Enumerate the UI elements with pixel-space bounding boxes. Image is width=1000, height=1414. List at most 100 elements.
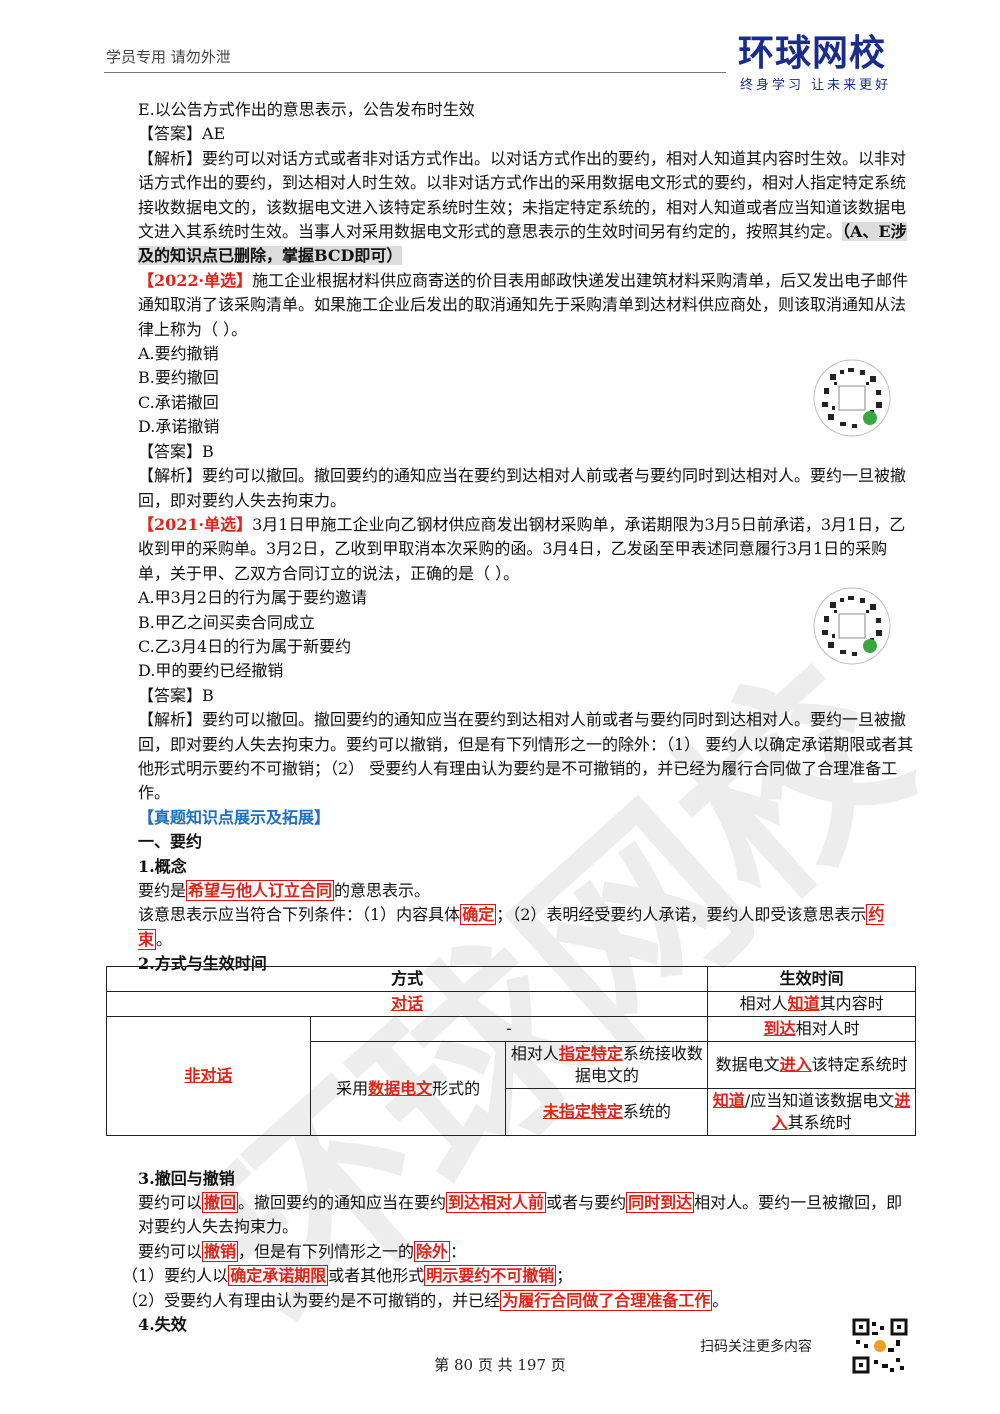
text: 。 [712,1290,729,1310]
heading-revoke: 3.撤回与撤销 [138,1168,235,1188]
heading-concept: 1.概念 [138,856,187,876]
text: （2）受要约人有理由认为要约是不可撤销的，并已经 [122,1290,501,1310]
text: 该特定系统时 [811,1055,908,1074]
text: 相对人 [510,1044,559,1063]
text: 要约可以 [138,1241,203,1261]
text: 要约可以 [138,1193,203,1213]
cancel-paragraph: 要约可以撤销，但是有下列情形之一的除外： [106,1240,916,1264]
text: 相对人 [739,994,788,1013]
heading-expire: 4.失效 [138,1315,187,1335]
boxed-keyword: 确定 [460,904,497,926]
text: 相对人。要约一旦被撤回，即对要约人失去拘束力。 [138,1193,903,1237]
qr-caption: 扫码关注更多内容 [700,1339,812,1355]
boxed-keyword: 希望与他人订立合同 [186,880,335,901]
exception-2: （2）受要约人有理由认为要约是不可撤销的，并已经为履行合同做了合理准备工作。 [106,1289,916,1313]
text: 数据电文 [715,1055,780,1074]
keyword: 进入 [771,1091,911,1132]
table-row: 非对话 - 到达相对人时 [106,1016,916,1136]
section-title: 【真题知识点展示及拓展】 [138,807,331,827]
table-header-row: 方式 生效时间 [105,966,916,992]
heading-1: 一、要约 [138,832,203,852]
boxed-keyword: 约束 [138,904,885,950]
logo-slogan: 终身学习 让未来更好 [740,78,892,93]
text: ，但是有下列情形之一的 [238,1241,415,1261]
answer-line: 【答案】B [138,441,214,461]
option-d: D.承诺撤销 [138,417,220,437]
option-c: C.乙3月4日的行为属于新要约 [138,636,352,656]
boxed-keyword: 确定承诺期限 [228,1265,329,1287]
mini-program-qr-icon[interactable] [812,586,892,666]
table-row: 对话 相对人知道其内容时 [105,991,916,1017]
text: 或者其他形式 [328,1266,425,1286]
exception-1: （1）要约人以确定承诺期限或者其他形式明示要约不可撤销； [106,1264,916,1288]
text: 或者与要约 [546,1193,627,1213]
boxed-keyword: 为履行合同做了合理准备工作 [500,1289,713,1311]
text: 要约是 [138,881,187,900]
table-row: 未指定特定系统的 知道/应当知道该数据电文进入其系统时 [107,1088,916,1136]
table-header-method: 方式 [105,966,709,992]
page-number: 第 80 页 共 197 页 [434,1356,566,1374]
table-header-time: 生效时间 [707,966,916,992]
table-cell: 到达相对人时 [707,1016,916,1042]
table-cell: 采用数据电文形式的 [309,1041,507,1136]
explanation-paragraph: 【解析】要约可以撤回。撤回要约的通知应当在要约到达相对人前或者与要约同时到达相对… [138,710,914,803]
keyword: 进入 [779,1055,812,1074]
answer-line: 【答案】B [138,685,214,705]
table-cell: 相对人指定特定系统接收数据电文的 [505,1041,709,1089]
condition-paragraph: 该意思表示应当符合下列条件：（1）内容具体确定；（2）表明经受要约人承诺，要约人… [106,903,916,952]
explanation-paragraph: 【解析】要约可以对话方式或者非对话方式作出。以对话方式作出的要约，相对人知道其内… [106,147,916,269]
answer-line: 【答案】AE [138,124,226,144]
page-content: E.以公告方式作出的意思表示，公告发布时生效 【答案】AE 【解析】要约可以对话… [106,98,916,1337]
table-row: 采用数据电文形式的 相对人指定特定系统接收数据电文的 数据电文进入该特定系统时 [107,1041,916,1136]
question-text: 3月1日甲施工企业向乙钢材供应商发出钢材采购单，承诺期限为3月5日前承诺，3月1… [138,514,906,583]
table-cell: 数据电文进入该特定系统时 [707,1041,916,1089]
brand-logo: 环球网校 终身学习 让未来更好 [738,34,918,104]
text: 其内容时 [819,994,884,1013]
keyword: 知道 [712,1091,745,1110]
text: ： [450,1241,467,1261]
table-cell: - [309,1016,709,1042]
explanation-paragraph: 【解析】要约可以撤回。撤回要约的通知应当在要约到达相对人前或者与要约同时到达相对… [138,466,907,510]
keyword: 非对话 [184,1066,233,1085]
text: ；（2）表明经受要约人承诺，要约人即受该意思表示 [496,905,867,925]
text: ； [556,1266,573,1286]
header-note: 学员专用 请勿外泄 [106,48,231,66]
option-a: A.要约撤销 [138,344,219,364]
option-a: A.甲3月2日的行为属于要约邀请 [138,588,368,608]
boxed-keyword: 除外 [414,1240,451,1262]
text: （1）要约人以 [122,1266,229,1286]
text: 。 [156,929,173,949]
text: 系统接收数据电文的 [574,1044,703,1085]
text: 相对人时 [795,1019,860,1038]
table-cell: 相对人知道其内容时 [707,991,916,1017]
mini-program-qr-icon[interactable] [812,358,892,438]
question-tag: 【2022·单选】 [138,270,253,290]
option-c: C.承诺撤回 [138,392,219,412]
header-divider [104,72,726,73]
text: /应当知道该数据电文 [744,1091,895,1110]
keyword: 知道 [787,994,820,1013]
keyword: 对话 [391,994,424,1013]
keyword: 到达 [763,1019,796,1038]
text: 的意思表示。 [334,881,431,900]
text: 其系统时 [787,1113,852,1132]
keyword: 数据电文 [368,1078,433,1098]
boxed-keyword: 撤回 [202,1192,239,1214]
keyword: 未指定特定 [542,1102,623,1121]
table-cell: 非对话 [106,1016,311,1136]
table-cell: 知道/应当知道该数据电文进入其系统时 [707,1088,916,1136]
text: 形式的 [432,1078,481,1098]
option-b: B.要约撤回 [138,368,219,388]
keyword: 指定特定 [558,1044,623,1063]
table-cell: 未指定特定系统的 [505,1088,709,1136]
revoke-paragraph: 要约可以撤回。撤回要约的通知应当在要约到达相对人前或者与要约同时到达相对人。要约… [106,1191,916,1240]
logo-main-text: 环球网校 [738,33,887,74]
question-tag: 【2021·单选】 [138,514,253,534]
boxed-keyword: 明示要约不可撤销 [424,1265,557,1287]
text: 采用 [336,1078,369,1098]
qr-code-icon[interactable] [852,1318,908,1374]
method-time-table: 方式 生效时间 对话 相对人知道其内容时 非对话 - 到达相对人时 采用数据电文… [105,966,916,1136]
question-2021: 【2021·单选】3月1日甲施工企业向乙钢材供应商发出钢材采购单，承诺期限为3月… [106,513,916,586]
boxed-keyword: 同时到达 [626,1192,695,1214]
table-cell: 对话 [105,991,709,1017]
